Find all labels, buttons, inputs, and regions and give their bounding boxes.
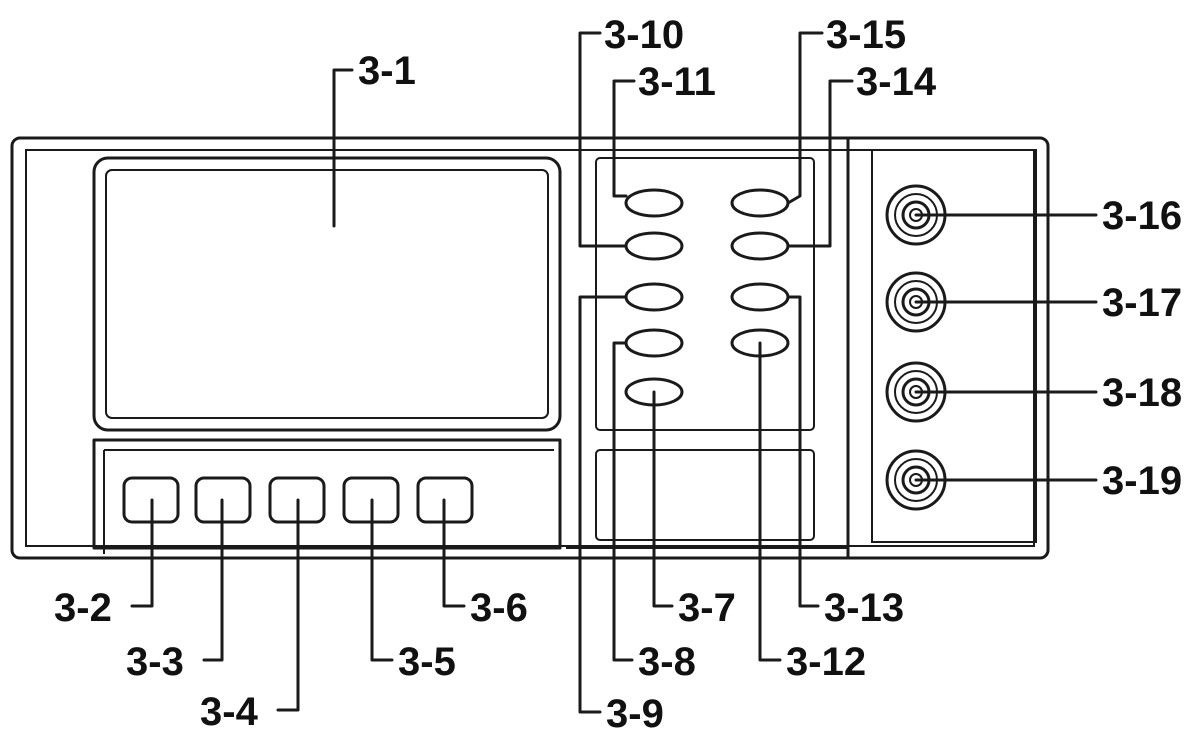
connectors xyxy=(885,184,947,511)
leader-3-15 xyxy=(786,31,824,205)
key-3-13[interactable] xyxy=(730,282,790,312)
key-3-8[interactable] xyxy=(624,328,684,358)
leader-3-7 xyxy=(652,390,674,608)
label-3-15: 3-15 xyxy=(826,13,906,57)
leader-3-12 xyxy=(758,341,782,662)
leader-3-3 xyxy=(202,498,224,662)
label-3-6: 3-6 xyxy=(470,586,528,630)
label-3-16: 3-16 xyxy=(1102,194,1182,238)
leader-3-6 xyxy=(442,498,466,608)
label-3-18: 3-18 xyxy=(1102,371,1182,415)
label-3-1: 3-1 xyxy=(358,49,416,93)
leader-3-14 xyxy=(786,79,854,248)
instrument-body xyxy=(10,136,1050,560)
label-3-8: 3-8 xyxy=(638,640,696,684)
leader-3-4 xyxy=(276,498,300,712)
key-3-11[interactable] xyxy=(624,231,684,261)
connector-panel xyxy=(871,149,1037,543)
key-3-15[interactable] xyxy=(730,188,790,218)
function-keys xyxy=(624,188,790,407)
label-3-2: 3-2 xyxy=(54,586,112,630)
label-3-10: 3-10 xyxy=(604,13,684,57)
label-3-13: 3-13 xyxy=(824,586,904,630)
leader-3-10 xyxy=(578,31,628,248)
labels: 3-1 3-10 3-11 3-15 3-14 3-16 3-17 3-18 3… xyxy=(54,13,1182,736)
function-key-panel xyxy=(566,157,848,549)
leader-3-5 xyxy=(370,498,394,662)
leader-3-8 xyxy=(612,341,634,662)
label-3-11: 3-11 xyxy=(638,60,716,104)
leader-lines xyxy=(130,31,1098,714)
leader-3-2 xyxy=(130,498,154,608)
label-3-19: 3-19 xyxy=(1102,459,1182,503)
label-3-17: 3-17 xyxy=(1102,281,1182,325)
softkey-panel xyxy=(92,438,562,554)
label-3-14: 3-14 xyxy=(856,60,937,104)
label-3-12: 3-12 xyxy=(786,640,866,684)
label-3-4: 3-4 xyxy=(200,690,259,734)
leader-3-11 xyxy=(612,79,636,198)
label-3-3: 3-3 xyxy=(126,640,184,684)
leader-3-13 xyxy=(786,295,820,608)
display-screen xyxy=(92,156,562,432)
key-3-14[interactable] xyxy=(730,231,790,261)
key-3-9[interactable] xyxy=(624,282,684,312)
label-3-5: 3-5 xyxy=(398,640,456,684)
label-3-7: 3-7 xyxy=(678,586,736,630)
key-3-10[interactable] xyxy=(624,188,684,218)
label-3-9: 3-9 xyxy=(606,692,664,736)
leader-3-9 xyxy=(578,295,628,714)
leader-3-1 xyxy=(332,68,354,228)
